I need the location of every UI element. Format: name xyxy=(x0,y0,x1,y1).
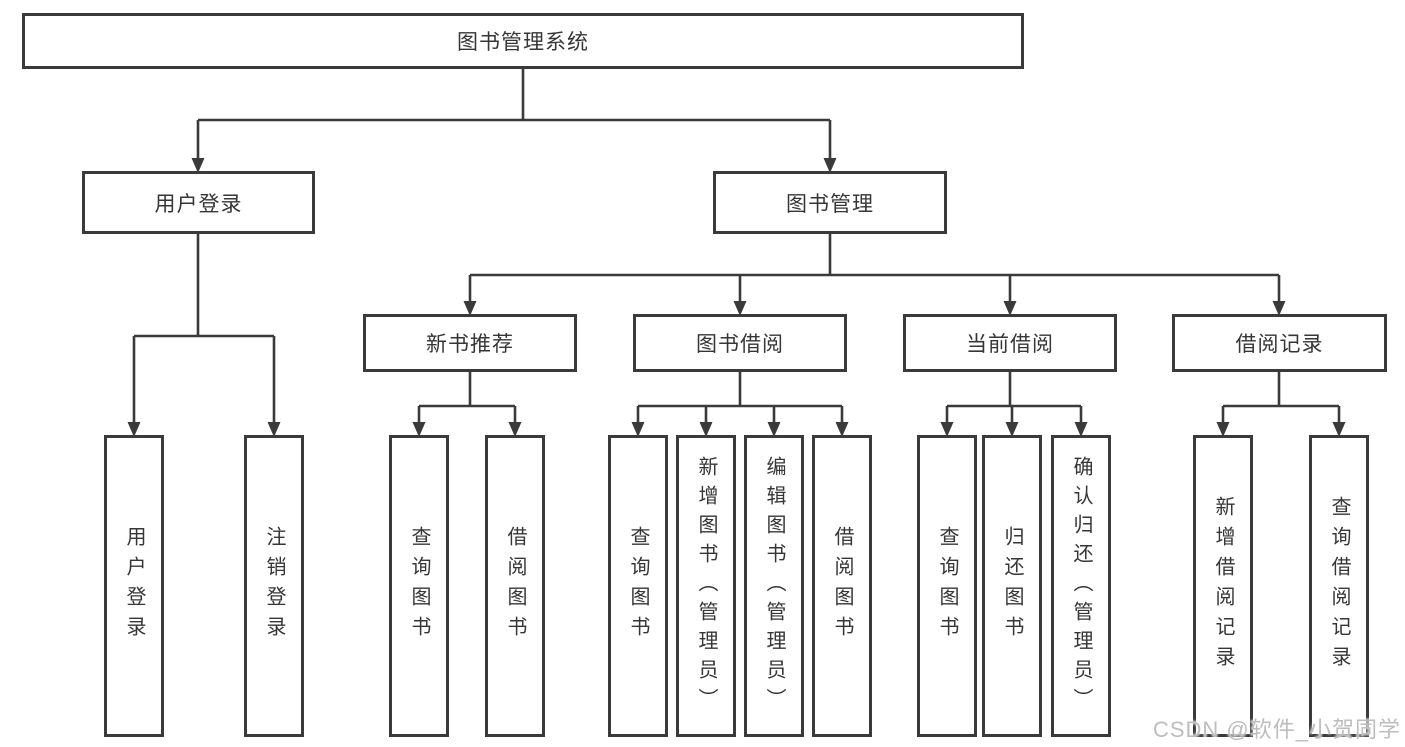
node-borrowing-records: 借阅记录 xyxy=(1172,314,1387,372)
node-user-login: 用户登录 xyxy=(82,171,315,234)
leaf-bb-borrow-books: 借阅图书 xyxy=(812,435,872,737)
leaf-bb-add-books-admin: 新增图书（管理员） xyxy=(676,435,736,737)
leaf-cb-return-books: 归还图书 xyxy=(982,435,1042,737)
leaf-nb-query-books: 查询图书 xyxy=(389,435,449,737)
leaf-bb-edit-books-admin: 编辑图书（管理员） xyxy=(744,435,804,737)
node-current-borrowing: 当前借阅 xyxy=(903,314,1117,372)
leaf-bb-query-books: 查询图书 xyxy=(608,435,668,737)
csdn-watermark: CSDN @软件_小贺同学 xyxy=(1152,717,1401,742)
node-root: 图书管理系统 xyxy=(22,13,1024,69)
node-book-borrowing: 图书借阅 xyxy=(633,314,847,372)
leaf-logout: 注销登录 xyxy=(244,435,304,737)
leaf-nb-borrow-books: 借阅图书 xyxy=(485,435,545,737)
leaf-br-query-record: 查询借阅记录 xyxy=(1309,435,1369,737)
node-book-management: 图书管理 xyxy=(713,171,947,234)
node-new-book-recommend: 新书推荐 xyxy=(363,314,577,372)
leaf-user-login: 用户登录 xyxy=(104,435,164,737)
leaf-cb-query-books: 查询图书 xyxy=(917,435,977,737)
leaf-br-add-record: 新增借阅记录 xyxy=(1193,435,1253,737)
leaf-cb-confirm-return-admin: 确认归还（管理员） xyxy=(1051,435,1111,737)
